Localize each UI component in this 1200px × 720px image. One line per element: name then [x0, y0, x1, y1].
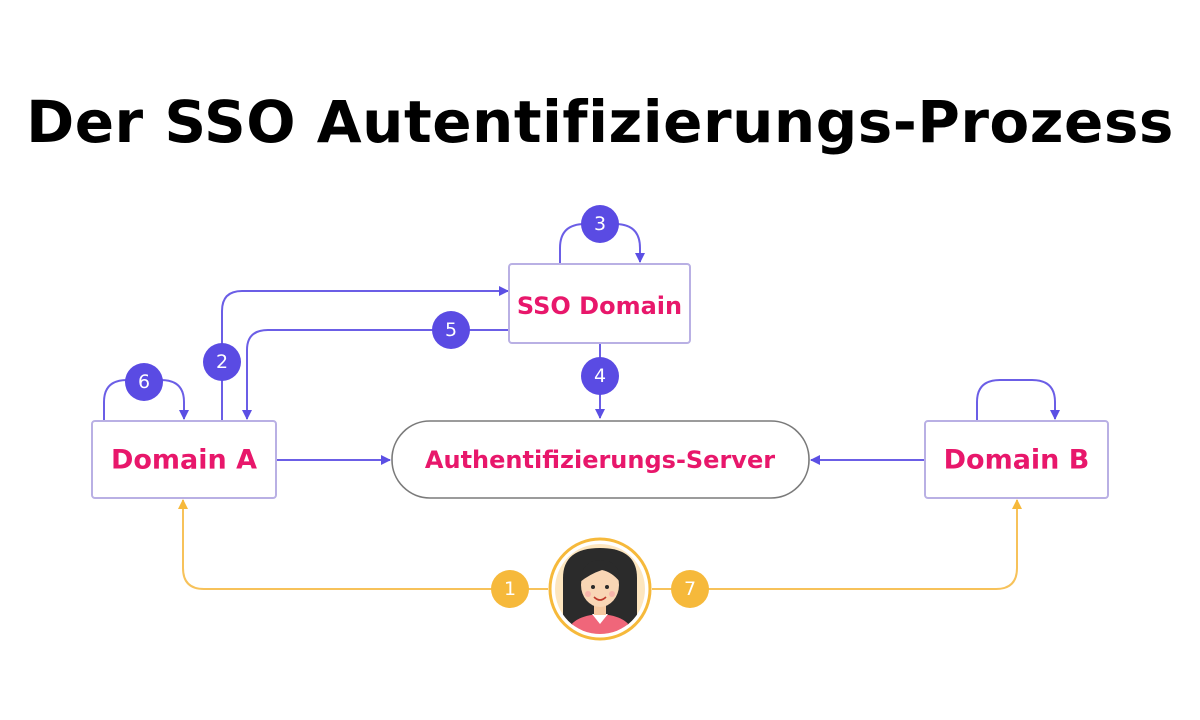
- step-badge-2-label: 2: [216, 351, 228, 373]
- node-domain-b-label: Domain B: [944, 445, 1090, 476]
- step-badge-7-label: 7: [684, 578, 696, 600]
- step-badge-2: 2: [203, 343, 241, 381]
- flow-step-1: [178, 499, 548, 590]
- node-sso-domain-label: SSO Domain: [517, 292, 682, 320]
- step-badge-6-label: 6: [138, 371, 150, 393]
- step-badge-7: 7: [671, 570, 709, 608]
- user-avatar-icon: [548, 537, 652, 641]
- node-domain-a-label: Domain A: [111, 445, 257, 476]
- flow-step-2: [221, 286, 509, 421]
- node-sso-domain: SSO Domain: [508, 263, 691, 344]
- flow-step-5: [242, 329, 509, 420]
- node-domain-b: Domain B: [924, 420, 1109, 499]
- node-auth-server: Authentifizierungs-Server: [391, 420, 810, 499]
- step-badge-5: 5: [432, 311, 470, 349]
- step-badge-5-label: 5: [445, 319, 457, 341]
- step-badge-4: 4: [581, 357, 619, 395]
- step-badge-4-label: 4: [594, 365, 606, 387]
- step-badge-3: 3: [581, 205, 619, 243]
- flow-domain-b-loop: [976, 379, 1060, 421]
- node-auth-server-label: Authentifizierungs-Server: [425, 446, 775, 474]
- flow-step-7: [652, 499, 1022, 590]
- step-badge-1: 1: [491, 570, 529, 608]
- page-title: Der SSO Autentifizierungs-Prozess: [26, 88, 1174, 156]
- step-badge-1-label: 1: [504, 578, 516, 600]
- step-badge-3-label: 3: [594, 213, 606, 235]
- step-badge-6: 6: [125, 363, 163, 401]
- node-domain-a: Domain A: [91, 420, 277, 499]
